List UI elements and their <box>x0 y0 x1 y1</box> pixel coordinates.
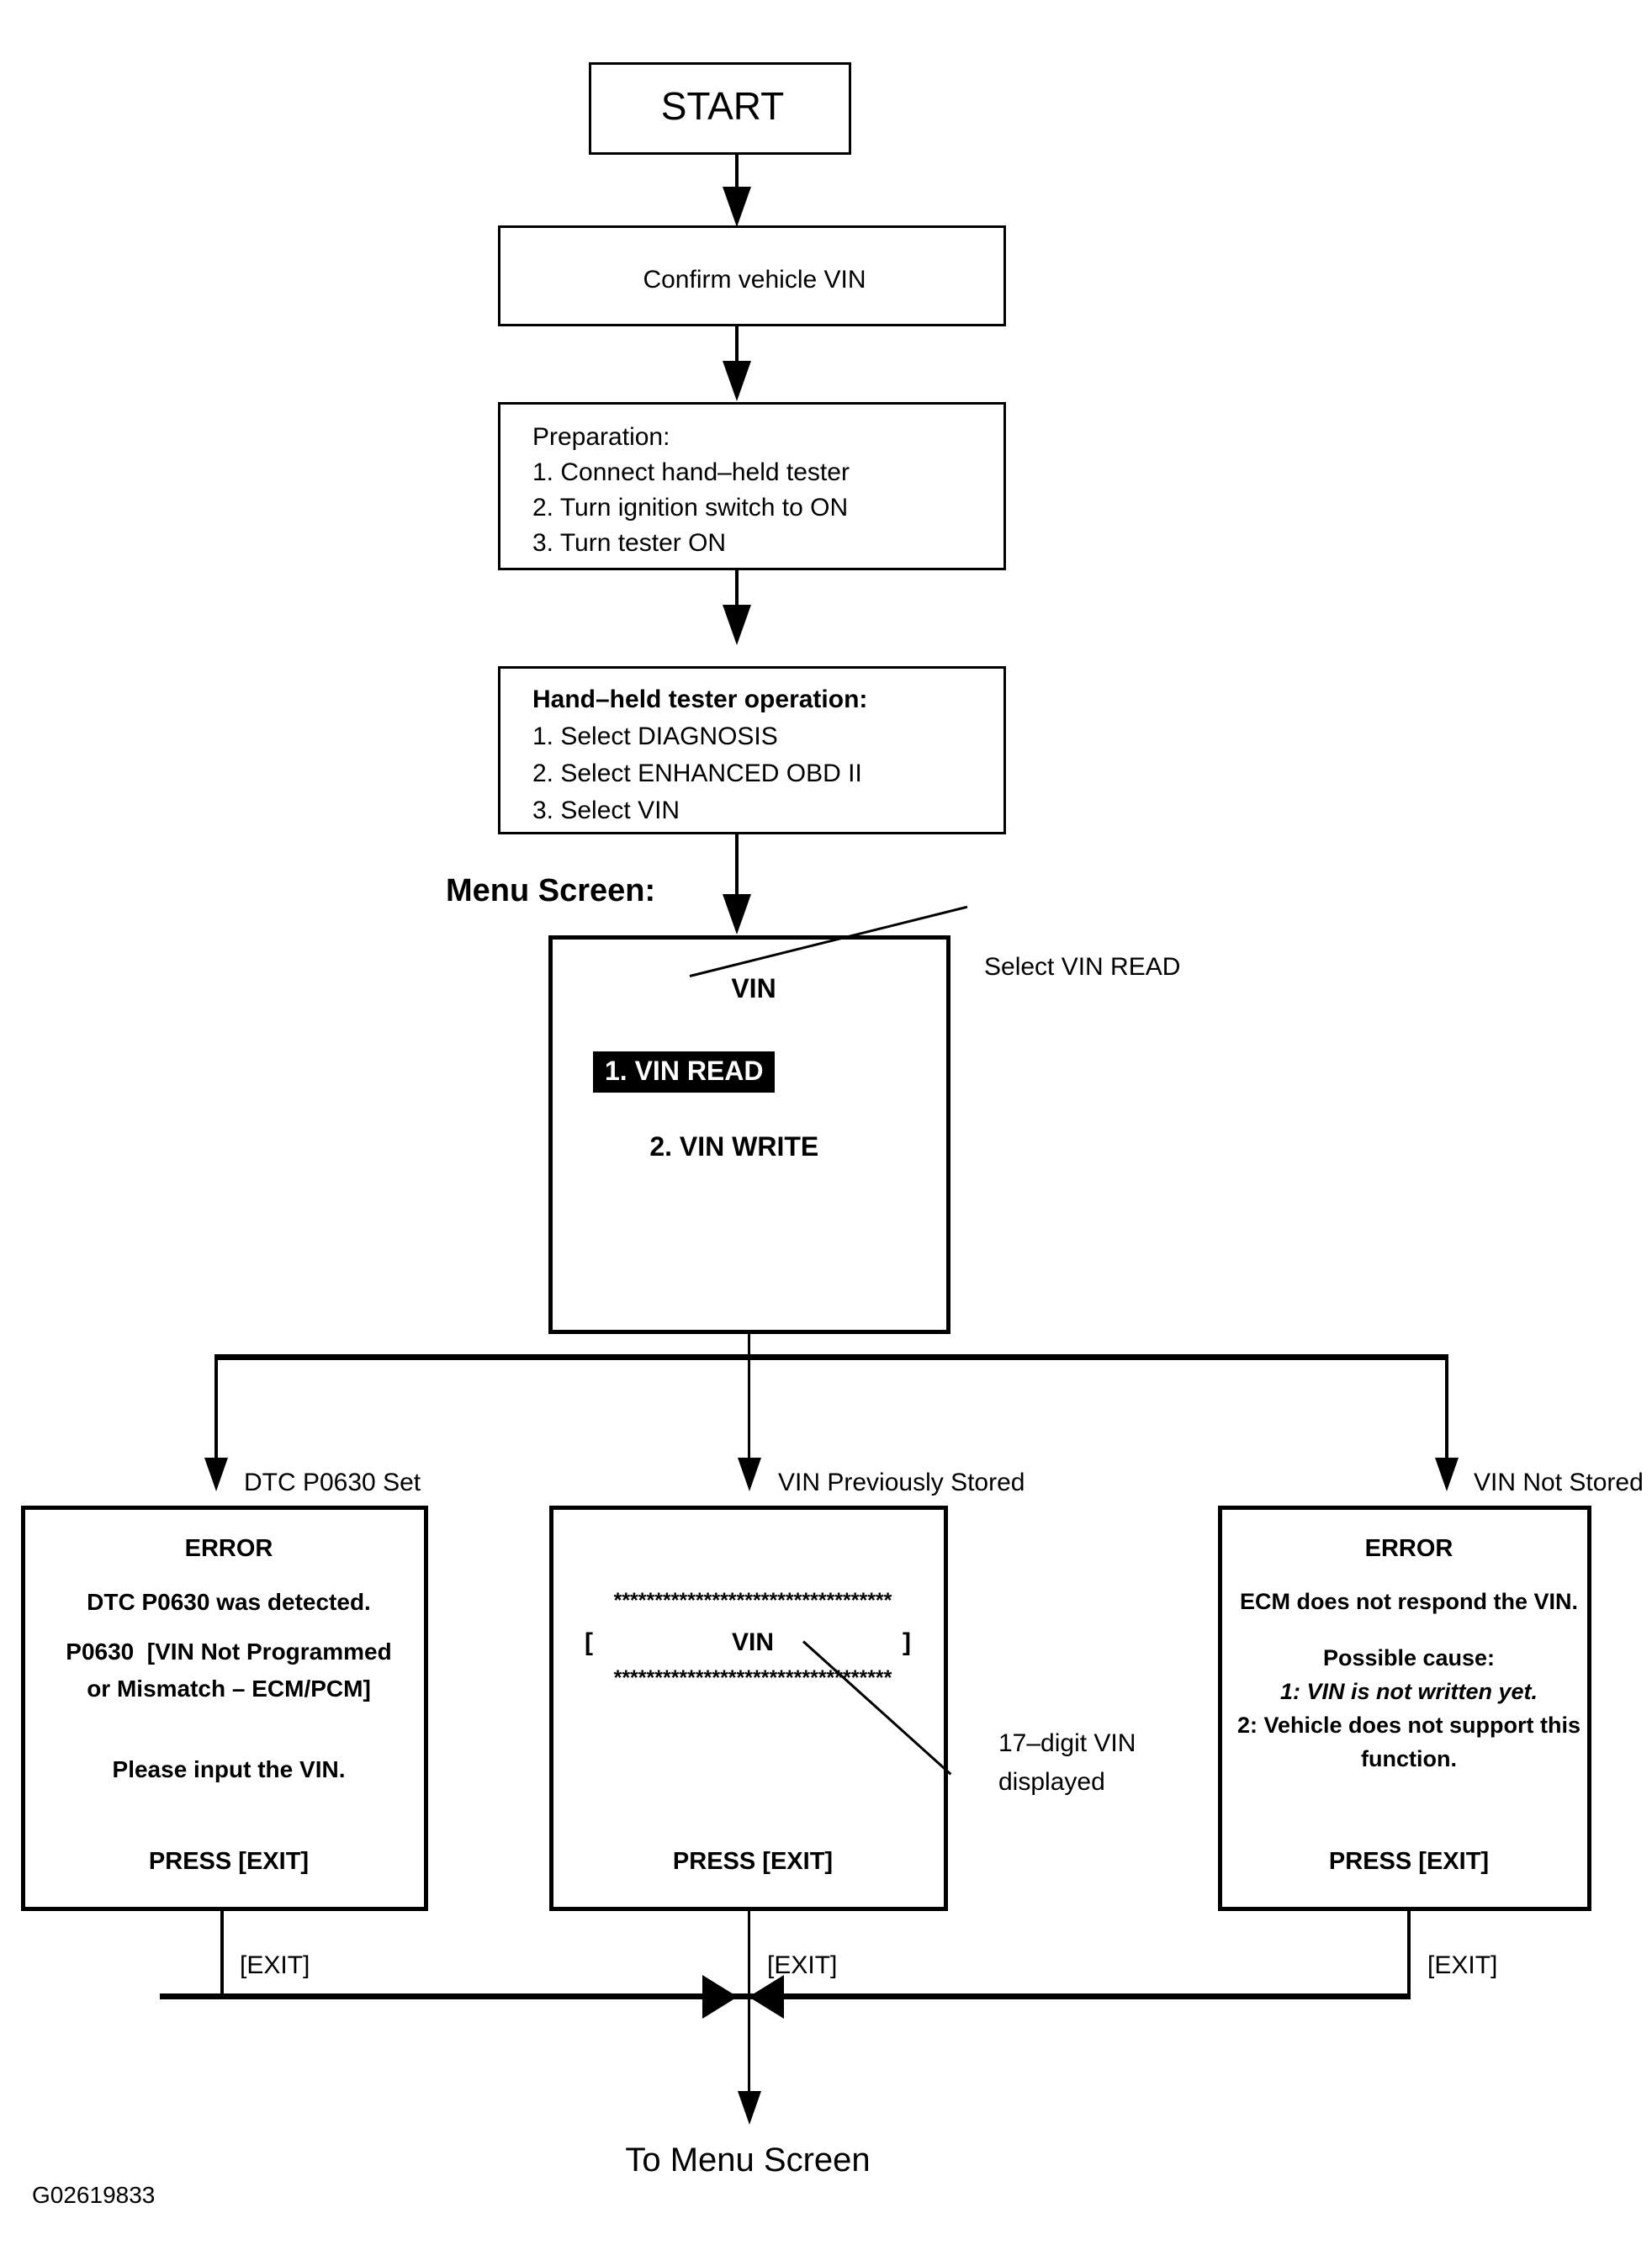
vin-stored-vin-label: VIN <box>731 1628 774 1656</box>
no-vin-error-cause-2: 2: Vehicle does not support this <box>1236 1713 1581 1738</box>
arrowhead-down-start <box>723 187 751 227</box>
exit-path-middle-vertical <box>748 1911 750 1997</box>
menu-item-vin-write-label: 2. VIN WRITE <box>649 1131 819 1162</box>
figure-id-code: G02619833 <box>32 2182 156 2208</box>
arrowhead-left-merge <box>749 1975 784 2019</box>
node-preparation: Preparation: 1. Connect hand–held tester… <box>498 402 1006 570</box>
vin-stored-stars-bottom: ********************************** <box>613 1666 892 1690</box>
terminal-to-menu-screen: To Menu Screen <box>625 2142 871 2179</box>
no-vin-error-cause-2-cont: function. <box>1361 1746 1457 1771</box>
dtc-error-line-4: Please input the VIN. <box>112 1756 346 1782</box>
no-vin-error-cause-1: 1: VIN is not written yet. <box>1279 1679 1538 1704</box>
branch-label-dtc-set: DTC P0630 Set <box>244 1469 421 1496</box>
menu-screen-title: VIN <box>731 973 776 1003</box>
dtc-error-line-1: DTC P0630 was detected. <box>87 1589 371 1615</box>
annotation-17-digit-vin-line1: 17–digit VIN <box>998 1729 1136 1757</box>
branch-label-vin-stored: VIN Previously Stored <box>778 1469 1025 1496</box>
no-vin-error-title: ERROR <box>1364 1535 1453 1562</box>
connector-confirm-to-preparation <box>735 326 739 364</box>
connector-merge-to-terminal <box>748 1997 750 2098</box>
tester-operation-step-2: 2. Select ENHANCED OBD II <box>532 760 862 787</box>
arrowhead-down-branch-left <box>204 1458 228 1491</box>
menu-item-vin-write[interactable]: 2. VIN WRITE <box>605 1106 818 1187</box>
preparation-heading: Preparation: <box>532 423 670 451</box>
tester-operation-step-3: 3. Select VIN <box>532 797 680 824</box>
dtc-error-line-3: or Mismatch – ECM/PCM] <box>87 1676 371 1702</box>
arrowhead-down-tester <box>723 894 751 934</box>
node-start: START <box>589 62 851 155</box>
screen-dtc-error: ERROR DTC P0630 was detected. P0630 [VIN… <box>21 1506 428 1911</box>
vin-stored-bracket-open: [ <box>585 1628 593 1656</box>
vin-stored-footer: PRESS [EXIT] <box>672 1848 834 1875</box>
connector-start-to-confirm <box>735 155 739 190</box>
preparation-step-2: 2. Turn ignition switch to ON <box>532 494 849 521</box>
tester-operation-step-1: 1. Select DIAGNOSIS <box>532 723 778 750</box>
connector-tester-to-menu <box>735 834 739 897</box>
menu-item-vin-read[interactable]: 1. VIN READ <box>593 1051 776 1093</box>
exit-label-right: [EXIT] <box>1427 1951 1498 1979</box>
arrowhead-right-merge <box>702 1975 738 2019</box>
vin-stored-stars-top: ********************************** <box>613 1589 892 1612</box>
no-vin-error-possible-cause: Possible cause: <box>1322 1645 1496 1670</box>
annotation-select-vin-read: Select VIN READ <box>984 953 1181 981</box>
dtc-error-footer: PRESS [EXIT] <box>148 1848 310 1875</box>
screen-no-vin-error: ERROR ECM does not respond the VIN. Poss… <box>1218 1506 1591 1911</box>
preparation-step-3: 3. Turn tester ON <box>532 529 727 557</box>
menu-item-vin-read-label: 1. VIN READ <box>593 1051 776 1093</box>
arrowhead-down-branch-right <box>1435 1458 1459 1491</box>
exit-path-left-vertical <box>220 1911 224 1997</box>
node-tester-operation: Hand–held tester operation: 1. Select DI… <box>498 666 1006 834</box>
exit-path-right-vertical <box>1407 1911 1411 1997</box>
node-confirm-vin: Confirm vehicle VIN <box>498 225 1006 326</box>
arrowhead-down-terminal <box>738 2091 761 2125</box>
node-menu-screen: VIN 1. VIN READ 2. VIN WRITE <box>548 935 950 1334</box>
confirm-vin-label: Confirm vehicle VIN <box>643 266 866 294</box>
preparation-step-1: 1. Connect hand–held tester <box>532 458 850 486</box>
branch-drop-middle <box>748 1354 750 1459</box>
tester-operation-heading: Hand–held tester operation: <box>532 686 868 713</box>
branch-drop-left <box>214 1354 218 1459</box>
no-vin-error-footer: PRESS [EXIT] <box>1328 1848 1490 1875</box>
exit-label-middle: [EXIT] <box>767 1951 838 1979</box>
arrowhead-down-confirm <box>723 361 751 401</box>
connector-menu-to-branch <box>748 1334 750 1359</box>
branch-label-vin-not-stored: VIN Not Stored <box>1474 1469 1644 1496</box>
dtc-error-title: ERROR <box>184 1535 273 1562</box>
start-label: START <box>660 84 785 128</box>
arrowhead-down-preparation <box>723 605 751 645</box>
no-vin-error-line-1: ECM does not respond the VIN. <box>1239 1589 1579 1614</box>
exit-label-left: [EXIT] <box>240 1951 310 1979</box>
dtc-error-line-2: P0630 [VIN Not Programmed <box>66 1639 392 1665</box>
screen-vin-stored: ********************************** [ VIN… <box>549 1506 948 1911</box>
branch-drop-right <box>1445 1354 1448 1459</box>
menu-screen-caption: Menu Screen: <box>446 873 656 908</box>
arrowhead-down-branch-middle <box>738 1458 761 1491</box>
annotation-17-digit-vin-line2: displayed <box>998 1768 1105 1796</box>
vin-stored-bracket-close: ] <box>903 1628 911 1656</box>
connector-preparation-to-tester <box>735 570 739 608</box>
branch-bar-horizontal <box>214 1354 1448 1360</box>
merge-bar-horizontal <box>160 1993 1411 1999</box>
